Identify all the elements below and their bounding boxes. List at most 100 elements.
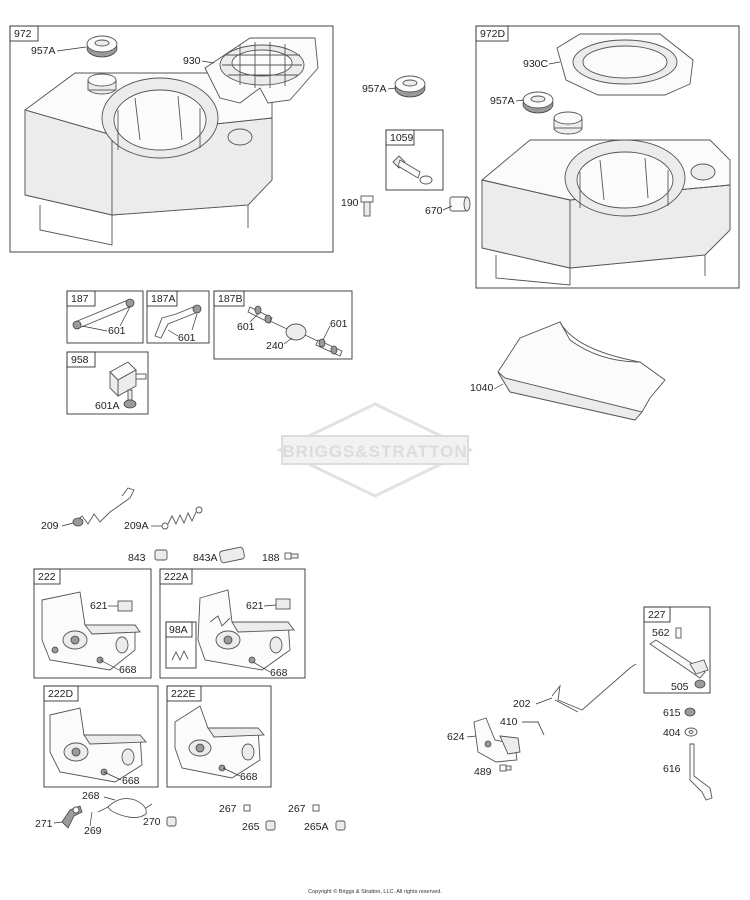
box-972d: 972D 930C 957A bbox=[475, 25, 740, 289]
cable-268-part bbox=[97, 798, 153, 819]
label-843: 843 bbox=[128, 552, 146, 564]
fuel-line-elbow-part bbox=[154, 304, 202, 339]
label-668: 668 bbox=[270, 667, 288, 679]
box-187a: 187A 601 bbox=[146, 290, 210, 344]
label-601: 601 bbox=[178, 332, 196, 344]
watermark-text: BRIGGS&STRATTON bbox=[282, 442, 467, 461]
label-269: 269 bbox=[84, 825, 102, 837]
box-label: 187 bbox=[71, 293, 89, 305]
box-187: 187 601 bbox=[66, 290, 144, 344]
part-843a bbox=[219, 546, 245, 564]
bracket-624-part bbox=[473, 717, 521, 763]
screen-930c-part bbox=[556, 33, 694, 96]
label-1040: 1040 bbox=[470, 382, 494, 394]
link-410-part bbox=[522, 721, 545, 736]
fuel-line-part bbox=[72, 298, 135, 330]
label-267: 267 bbox=[219, 803, 237, 815]
label-601: 601 bbox=[237, 321, 255, 333]
cover-1040-part bbox=[497, 321, 666, 421]
box-label: 227 bbox=[648, 609, 666, 621]
box-label: 222D bbox=[48, 688, 74, 700]
screw-267-a bbox=[243, 804, 251, 812]
label-668: 668 bbox=[240, 771, 258, 783]
blower-housing-part bbox=[24, 72, 273, 246]
label-270: 270 bbox=[143, 816, 161, 828]
label-601: 601 bbox=[330, 318, 348, 330]
screw-188 bbox=[284, 552, 299, 560]
washer-404-part bbox=[684, 727, 698, 737]
box-label: 98A bbox=[169, 624, 188, 636]
label-562: 562 bbox=[652, 627, 670, 639]
label-616: 616 bbox=[663, 763, 681, 775]
copyright-notice: Copyright © Briggs & Stratton, LLC. All … bbox=[308, 889, 442, 895]
label-601a: 601A bbox=[95, 400, 120, 412]
label-190: 190 bbox=[341, 197, 359, 209]
label-240: 240 bbox=[266, 340, 284, 352]
label-268: 268 bbox=[82, 790, 100, 802]
label-957a: 957A bbox=[362, 83, 387, 95]
bolt-190-part bbox=[360, 195, 374, 217]
label-843a: 843A bbox=[193, 552, 218, 564]
clip-265 bbox=[265, 820, 276, 831]
box-958: 958 601A bbox=[66, 351, 149, 415]
spring-209a-part bbox=[161, 506, 203, 530]
spacer-670-part bbox=[449, 196, 471, 212]
box-label: 222E bbox=[171, 688, 196, 700]
box-label: 972 bbox=[14, 28, 32, 40]
label-601: 601 bbox=[108, 325, 126, 337]
clip-270-part bbox=[166, 816, 177, 827]
screw-489-part bbox=[499, 764, 512, 772]
box-label: 972D bbox=[480, 28, 506, 40]
label-505: 505 bbox=[671, 681, 689, 693]
control-bracket-part bbox=[174, 705, 265, 779]
spring-209-part bbox=[72, 487, 135, 527]
label-957a: 957A bbox=[490, 95, 515, 107]
label-624: 624 bbox=[447, 731, 465, 743]
box-222: 222 621 668 bbox=[33, 568, 152, 679]
control-bracket-part bbox=[197, 589, 295, 671]
blower-housing-972d-part bbox=[481, 111, 731, 286]
governor-lever-part bbox=[649, 627, 709, 689]
label-930: 930 bbox=[183, 55, 201, 67]
box-label: 958 bbox=[71, 354, 89, 366]
rotating-screen-930-part bbox=[204, 37, 319, 104]
clip-621 bbox=[275, 598, 291, 610]
label-265: 265 bbox=[242, 821, 260, 833]
box-972: 972 957A bbox=[9, 25, 334, 253]
label-621: 621 bbox=[246, 600, 264, 612]
control-bracket-part bbox=[41, 591, 141, 671]
lever-271-part bbox=[61, 805, 83, 829]
label-930c: 930C bbox=[523, 58, 549, 70]
box-222e: 222E 668 bbox=[166, 685, 272, 788]
label-209: 209 bbox=[41, 520, 59, 532]
box-222a: 222A 621 668 bbox=[159, 568, 306, 679]
label-615: 615 bbox=[663, 707, 681, 719]
fuel-cap-957a-part bbox=[86, 35, 118, 58]
label-668: 668 bbox=[122, 775, 140, 787]
governor-shaft-616-part bbox=[689, 743, 713, 801]
governor-link-202-part bbox=[551, 663, 637, 713]
box-222d: 222D 668 bbox=[43, 685, 159, 788]
screw-267-b bbox=[312, 804, 320, 812]
label-957a: 957A bbox=[31, 45, 56, 57]
part-843 bbox=[154, 549, 168, 561]
nut-615-part bbox=[684, 707, 696, 717]
box-98a: 98A bbox=[165, 621, 197, 669]
label-202: 202 bbox=[513, 698, 531, 710]
control-bracket-part bbox=[49, 707, 147, 783]
box-1059: 1059 bbox=[385, 129, 444, 191]
bolt-washer-part bbox=[392, 155, 433, 185]
box-label: 187A bbox=[151, 293, 176, 305]
brand-watermark: BRIGGS&STRATTON bbox=[276, 402, 474, 498]
fuel-cap-957a-part bbox=[522, 91, 554, 114]
spring-98a-part bbox=[171, 649, 189, 662]
box-label: 1059 bbox=[390, 132, 414, 144]
label-267: 267 bbox=[288, 803, 306, 815]
label-621: 621 bbox=[90, 600, 108, 612]
label-209a: 209A bbox=[124, 520, 149, 532]
box-227: 227 562 505 bbox=[643, 606, 711, 694]
label-670: 670 bbox=[425, 205, 443, 217]
label-410: 410 bbox=[500, 716, 518, 728]
box-label: 187B bbox=[218, 293, 243, 305]
